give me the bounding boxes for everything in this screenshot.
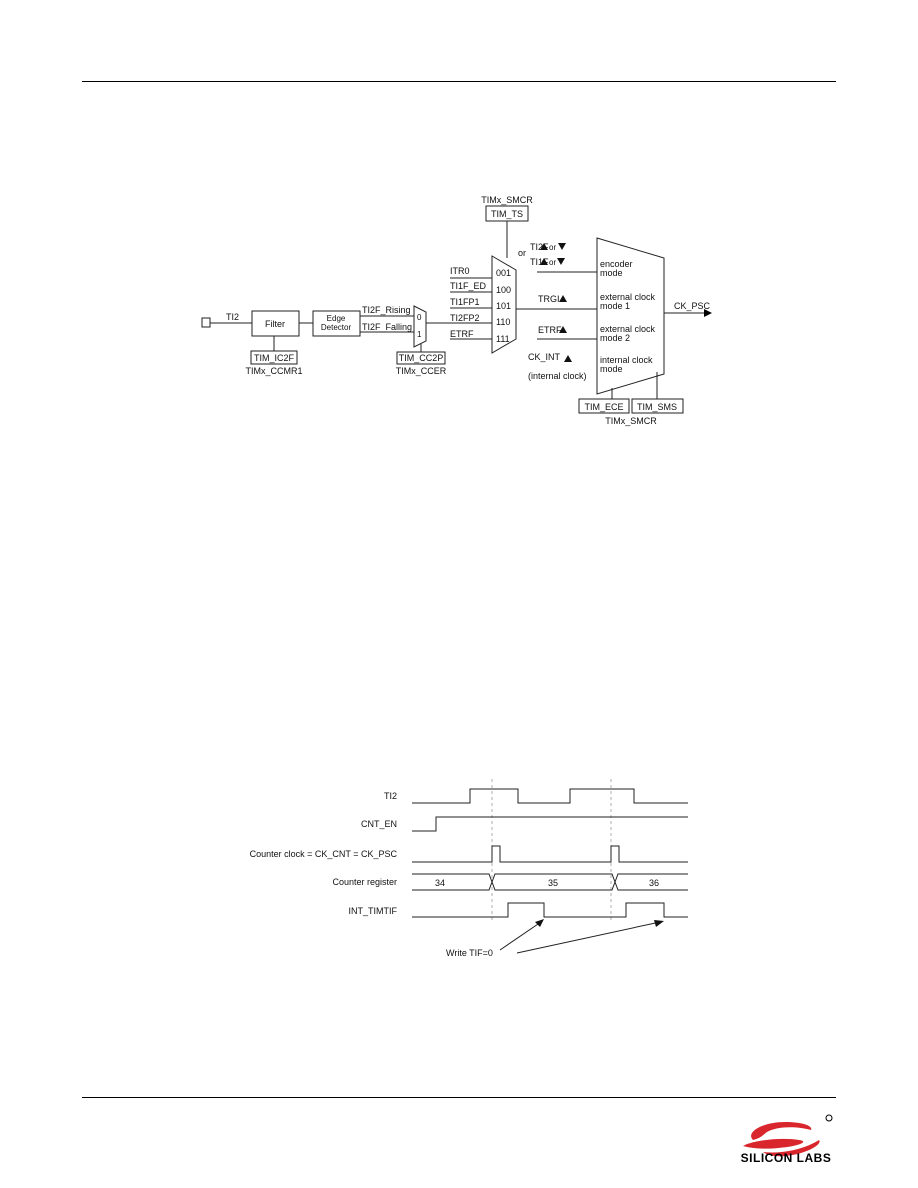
- mode-mux: [596, 237, 665, 395]
- ck-psc-label: CK_PSC: [674, 301, 711, 311]
- header-rule: [82, 81, 836, 82]
- input-etrf-label: ETRF: [450, 329, 474, 339]
- rising-edge-icon: [540, 243, 548, 250]
- ti1f-label: TI1F: [530, 257, 549, 267]
- ti2-waveform: [412, 788, 688, 804]
- signal-counter-register-label: Counter register: [332, 877, 397, 887]
- code-100-label: 100: [496, 285, 511, 295]
- mode-ext2-line1: external clock: [600, 324, 656, 334]
- code-101-label: 101: [496, 301, 511, 311]
- mode-ext1-line2: mode 1: [600, 301, 630, 311]
- counter-value-36: 36: [649, 878, 659, 888]
- rising-edge-icon: [564, 355, 572, 362]
- mode-int-line2: mode: [600, 364, 623, 374]
- counter-value-34: 34: [435, 878, 445, 888]
- rising-edge-icon: [559, 326, 567, 333]
- smcr-top-label: TIMx_SMCR: [481, 195, 533, 205]
- mode-encoder-line1: encoder: [600, 259, 633, 269]
- signal-ti2-label: TI2: [384, 791, 397, 801]
- rising-edge-icon: [540, 258, 548, 265]
- or-label: or: [518, 248, 526, 258]
- counter-value-35: 35: [548, 878, 558, 888]
- code-110-label: 110: [496, 317, 510, 327]
- internal-clock-label: (internal clock): [528, 371, 587, 381]
- silicon-labs-logo-text: SILICON LABS: [740, 1151, 832, 1165]
- mode-int-line1: internal clock: [600, 355, 653, 365]
- tim-ic2f-label: TIM_IC2F: [254, 353, 295, 363]
- signal-counter-clock-label: Counter clock = CK_CNT = CK_PSC: [250, 849, 398, 859]
- tim-cc2p-box: [396, 351, 446, 365]
- etrf-mode-label: ETRF: [538, 325, 562, 335]
- ck-int-label: CK_INT: [528, 352, 561, 362]
- input-ti2fp2-label: TI2FP2: [450, 313, 480, 323]
- input-ti1fp1-label: TI1FP1: [450, 297, 480, 307]
- input-itr0-label: ITR0: [450, 266, 470, 276]
- trigger-mux: [491, 255, 517, 354]
- falling-edge-icon: [557, 258, 565, 265]
- annotation-arrowhead: [535, 919, 544, 927]
- trgi-label: TRGI: [538, 294, 560, 304]
- ccer-label: TIMx_CCER: [396, 366, 447, 376]
- falling-edge-icon: [558, 243, 566, 250]
- ti2-input-label: TI2: [226, 312, 239, 322]
- mux-input-0-label: 0: [417, 313, 422, 322]
- silicon-labs-logo-icon: [743, 1114, 833, 1157]
- smcr-bottom-label: TIMx_SMCR: [605, 416, 657, 426]
- mode-ext1-line1: external clock: [600, 292, 656, 302]
- tim-sms-box: [631, 398, 684, 414]
- mux-input-1-label: 1: [417, 330, 422, 339]
- ti2f-falling-label: TI2F_Falling: [362, 322, 412, 332]
- code-111-label: 111: [496, 334, 510, 344]
- mode-encoder-line2: mode: [600, 268, 623, 278]
- counter-register-bus-bottom: [412, 873, 688, 891]
- or-small-label-2: or: [549, 258, 556, 267]
- cnt-en-waveform: [412, 816, 688, 832]
- tim-ic2f-box: [250, 350, 298, 365]
- ck-psc-arrow: [704, 309, 712, 317]
- int-timtif-waveform: [412, 902, 688, 918]
- input-ti1f-ed-label: TI1F_ED: [450, 281, 487, 291]
- edge-detector-box: [312, 310, 361, 337]
- code-001-label: 001: [496, 268, 511, 278]
- ti2f-rising-label: TI2F_Rising: [362, 305, 411, 315]
- edge-label-line1: Edge: [327, 314, 346, 323]
- polarity-mux: [413, 305, 427, 348]
- or-small-label: or: [549, 243, 556, 252]
- counter-register-bus-top: [412, 873, 688, 891]
- signal-int-timtif-label: INT_TIMTIF: [349, 906, 398, 916]
- annotation-arrowhead: [654, 920, 664, 927]
- edge-label-line2: Detector: [321, 323, 352, 332]
- footer-rule: [82, 1097, 836, 1098]
- signal-cnt-en-label: CNT_EN: [361, 819, 397, 829]
- tim-ece-box: [578, 398, 630, 414]
- filter-label: Filter: [265, 319, 285, 329]
- mode-ext2-line2: mode 2: [600, 333, 630, 343]
- counter-clock-waveform: [412, 845, 688, 863]
- tim-sms-label: TIM_SMS: [637, 402, 677, 412]
- rising-edge-icon: [559, 295, 567, 302]
- write-tif-annotation: Write TIF=0: [446, 948, 493, 958]
- tim-cc2p-label: TIM_CC2P: [399, 353, 444, 363]
- ccmr1-label: TIMx_CCMR1: [245, 366, 302, 376]
- tim-ece-label: TIM_ECE: [584, 402, 623, 412]
- tim-ts-label: TIM_TS: [491, 209, 523, 219]
- ti2f-label: TI2F: [530, 242, 549, 252]
